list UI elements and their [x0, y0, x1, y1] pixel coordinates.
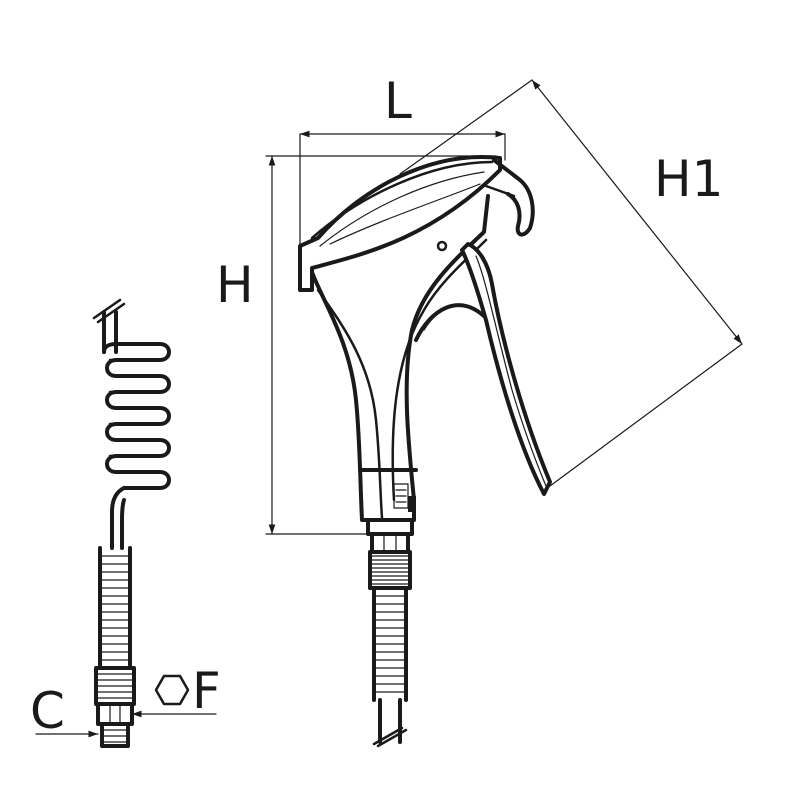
dimension-label-length: L	[384, 72, 412, 130]
dimension-label-height: H	[216, 256, 254, 314]
dimension-label-thread: C	[30, 682, 65, 740]
dimension-label-diagonal-height: H1	[654, 150, 723, 208]
hexagon-icon	[154, 674, 190, 706]
blow-gun-body	[298, 155, 552, 522]
gun-hose-assembly	[366, 518, 414, 748]
dimension-label-hex: F	[192, 662, 221, 720]
coiled-hose	[92, 298, 171, 748]
dimension-lines	[35, 79, 743, 738]
